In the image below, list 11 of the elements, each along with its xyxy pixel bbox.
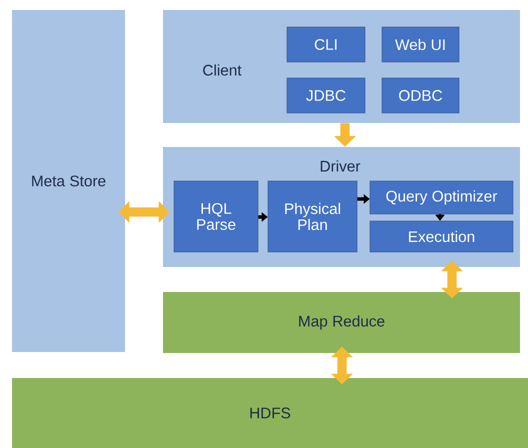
- process-box: HQL Parse: [174, 180, 258, 252]
- layer-band: Map Reduce: [163, 292, 520, 353]
- layer-band: HDFS: [12, 378, 528, 448]
- component-box: Web UI: [382, 26, 460, 62]
- process-box: Physical Plan: [268, 180, 358, 252]
- store-panel: Meta Store: [12, 10, 125, 352]
- component-box: CLI: [286, 26, 366, 62]
- component-box: ODBC: [382, 78, 460, 114]
- process-box: Execution: [370, 220, 514, 252]
- process-box: Query Optimizer: [370, 180, 514, 214]
- component-box: JDBC: [286, 78, 366, 114]
